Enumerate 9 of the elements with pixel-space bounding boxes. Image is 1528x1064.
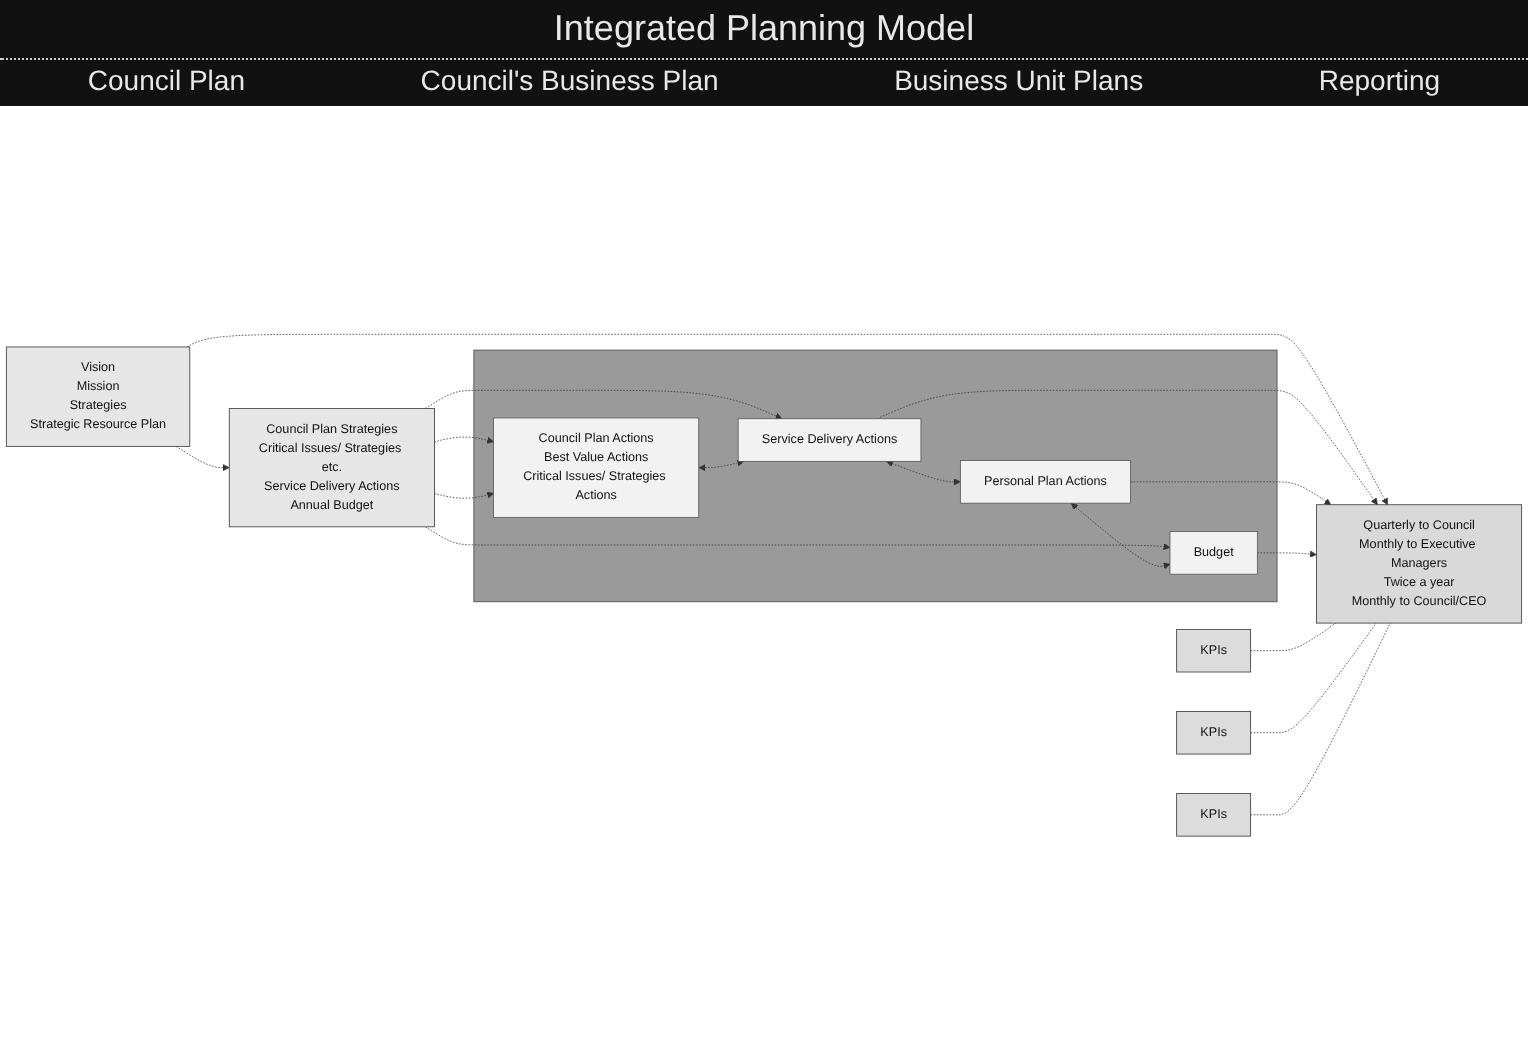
connector (1250, 622, 1337, 651)
connector (1250, 622, 1377, 733)
column-heading: Council Plan (87, 64, 245, 96)
column-heading: Business Unit Plans (894, 64, 1144, 96)
column-heading: Council's Business Plan (420, 64, 719, 96)
column-heading: Reporting (1318, 64, 1441, 96)
diagram-title: Integrated Planning Model (0, 0, 1528, 58)
connector (1250, 622, 1391, 815)
cluster (473, 349, 1278, 602)
